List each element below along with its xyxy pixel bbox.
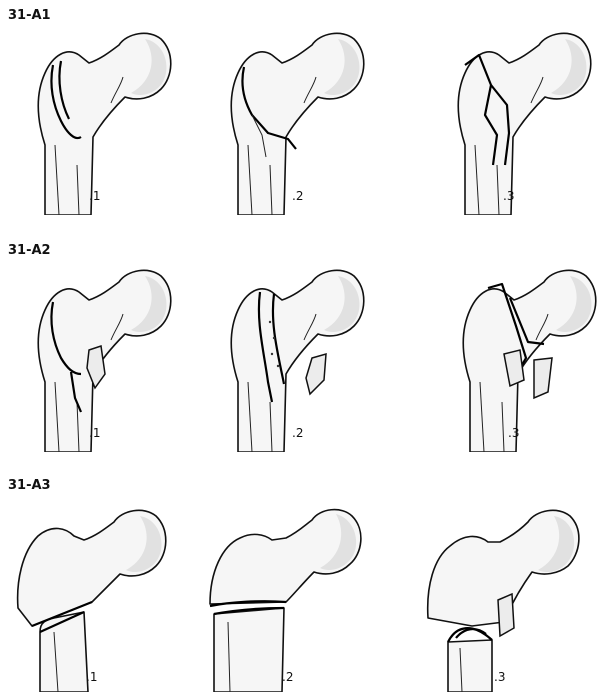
sub-label: .2 xyxy=(282,670,293,684)
group-label-a1: 31-A1 xyxy=(8,8,51,23)
figure-a3-3: .3 xyxy=(420,502,590,692)
sub-label: .1 xyxy=(89,189,100,203)
sub-label: .2 xyxy=(292,426,303,440)
group-label-a2: 31-A2 xyxy=(8,243,51,258)
figure-a2-3: .3 xyxy=(440,262,610,452)
figure-a2-1: .1 xyxy=(15,262,185,452)
figure-a1-2: .2 xyxy=(208,25,378,215)
figure-a3-1: .1 xyxy=(10,502,180,692)
sub-label: .3 xyxy=(494,670,505,684)
figure-a3-2: .2 xyxy=(200,502,370,692)
figure-a2-2: .2 xyxy=(208,262,378,452)
sub-label: .3 xyxy=(508,426,519,440)
sub-label: .1 xyxy=(86,670,97,684)
group-label-a3: 31-A3 xyxy=(8,478,51,493)
figure-a1-3: .3 xyxy=(435,25,605,215)
figure-a1-1: .1 xyxy=(15,25,185,215)
sub-label: .1 xyxy=(89,426,100,440)
sub-label: .2 xyxy=(292,189,303,203)
sub-label: .3 xyxy=(503,189,514,203)
